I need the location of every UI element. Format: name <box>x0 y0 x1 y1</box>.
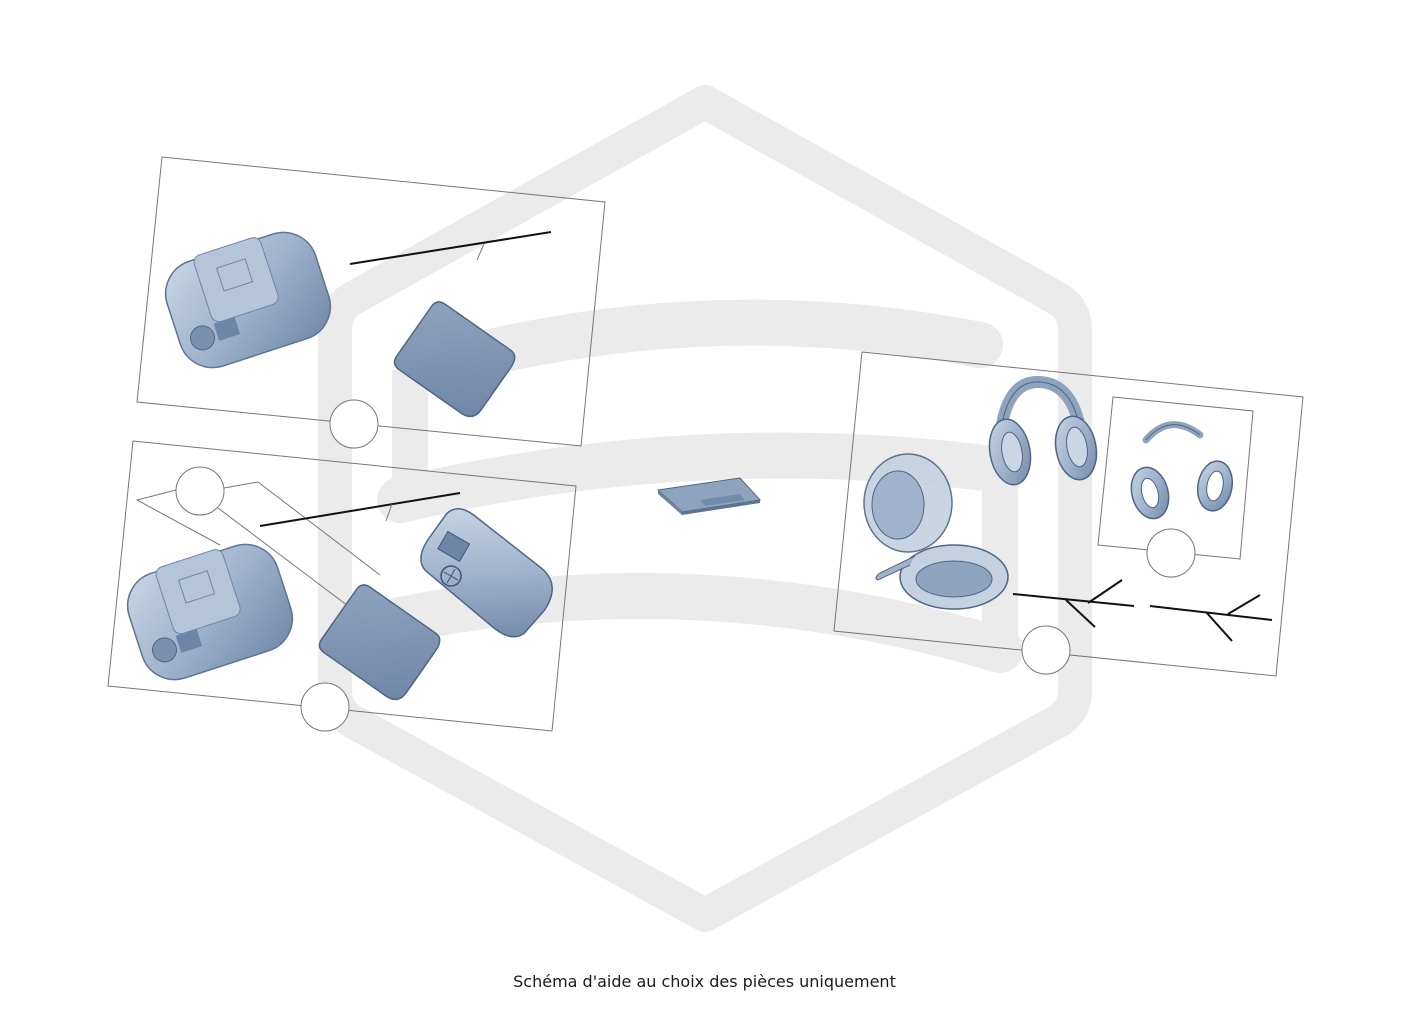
group-headphones <box>833 351 1304 677</box>
leader-line <box>217 507 361 616</box>
charging-box-icon[interactable] <box>118 533 301 689</box>
ear-cushion-icon[interactable] <box>1126 458 1236 522</box>
leader-line <box>223 481 381 576</box>
cover-plate-icon[interactable] <box>316 582 444 705</box>
leader-lines <box>1012 579 1273 642</box>
group-frame <box>107 440 577 732</box>
leader-tick <box>476 243 485 261</box>
callout-circle[interactable] <box>300 682 350 732</box>
charging-box-icon[interactable] <box>156 221 339 377</box>
callout-circle[interactable] <box>1146 528 1196 578</box>
group-frame <box>136 156 606 447</box>
group-charging-box-a <box>136 156 606 449</box>
carry-case-icon[interactable] <box>863 453 1009 610</box>
leader-line <box>349 231 552 265</box>
headband-pad-icon[interactable] <box>1142 421 1204 444</box>
callout-circle[interactable] <box>1021 625 1071 675</box>
leader-line <box>135 489 221 546</box>
callout-circle[interactable] <box>329 399 379 449</box>
memory-card-icon[interactable] <box>656 477 761 515</box>
callout-circle[interactable] <box>175 466 225 516</box>
cover-plate-icon[interactable] <box>391 299 519 422</box>
group-charging-box-b <box>107 440 577 732</box>
earbud-housing-icon[interactable] <box>406 501 568 646</box>
diagram-caption: Schéma d'aide au choix des pièces unique… <box>513 972 896 991</box>
group-frame <box>833 351 1304 677</box>
leader-line <box>259 492 461 527</box>
headphones-icon[interactable] <box>985 375 1102 488</box>
group-memory-card <box>656 477 761 515</box>
leader-tick <box>385 503 393 522</box>
subgroup-frame <box>1097 396 1254 560</box>
